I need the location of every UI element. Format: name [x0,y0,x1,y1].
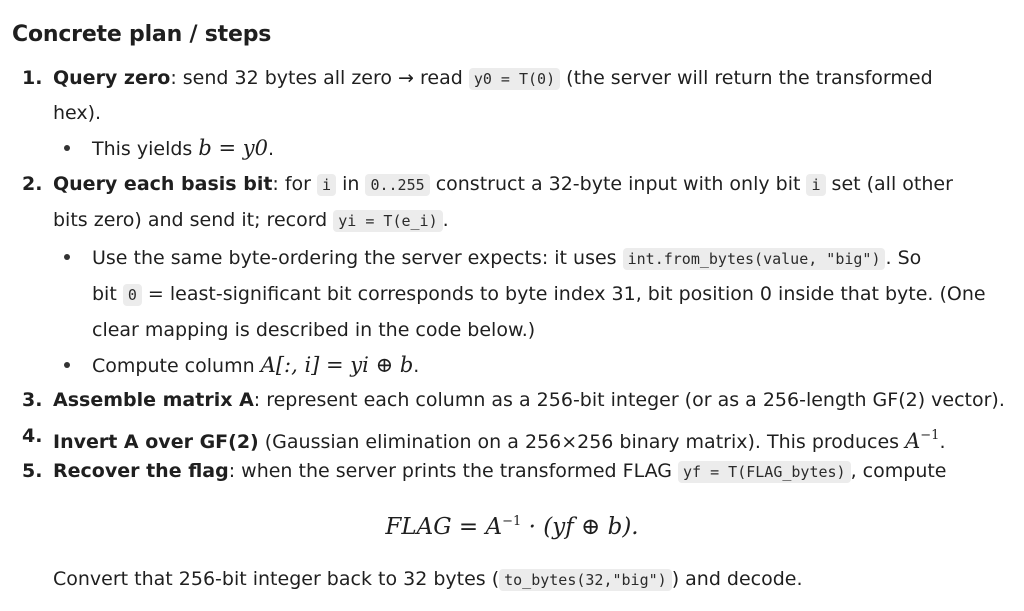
step-title: Invert A over GF(2) [53,431,259,453]
math-expression: A [485,514,503,540]
step-title: Recover the flag [53,460,229,482]
sub-bullet-text: Use the same byte-ordering the server ex… [92,247,922,270]
inline-code: int.from_bytes(value, "big") [622,248,886,270]
step-number: 4. [22,425,43,447]
step-number: 2. [22,173,43,195]
bullet-dot [64,362,70,368]
step-number: 3. [22,389,43,411]
closing-paragraph: Convert that 256-bit integer back to 32 … [53,568,803,591]
math-expression: FLAG [385,514,452,540]
sub-bullet-continuation: clear mapping is described in the code b… [92,319,536,341]
inline-code: 0..255 [365,174,430,196]
step-text: (the server will return the transformed [560,67,933,89]
bullet-dot [64,254,70,260]
math-expression: A[:, i] = yi ⊕ b [260,353,414,377]
step-3-line: Assemble matrix A: represent each column… [53,389,1005,411]
step-2-continuation: bits zero) and send it; record yi = T(e_… [53,209,449,232]
step-number: 5. [22,460,43,482]
step-title: Query each basis bit [53,173,273,195]
step-number: 1. [22,67,43,89]
bullet-dot [64,145,70,151]
inline-code: yi = T(e_i) [333,210,443,232]
inline-code: i [317,174,337,196]
document-page: Concrete plan / steps 1. Query zero: sen… [12,22,1005,591]
math-superscript: −1 [920,428,940,443]
inline-code: i [806,174,826,196]
step-1-line: Query zero: send 32 bytes all zero → rea… [53,66,933,91]
step-title: Query zero [53,67,171,89]
inline-code: to_bytes(32,"big") [499,569,672,591]
inline-code: yf = T(FLAG_bytes) [678,461,851,483]
inline-code: y0 = T(0) [468,68,561,90]
sub-bullet-text: This yields b = y0. [92,136,275,160]
section-heading: Concrete plan / steps [12,22,272,47]
step-4-line: Invert A over GF(2) (Gaussian eliminatio… [53,428,946,453]
step-title: Assemble matrix A [53,389,254,411]
math-expression: A [905,429,921,453]
inline-code: 0 [122,284,142,306]
math-expression: = [451,514,486,540]
step-text: : send 32 bytes all zero → read [170,67,469,89]
math-expression: b = y0 [198,136,268,160]
sub-bullet-text: Compute column A[:, i] = yi ⊕ b. [92,353,420,377]
step-5-line: Recover the flag: when the server prints… [53,460,947,483]
math-expression: · (yf ⊕ b). [521,514,639,540]
display-equation: FLAG = A−1 · (yf ⊕ b). [0,508,1024,542]
math-superscript: −1 [502,514,522,529]
step-1-continuation: hex). [53,102,102,124]
sub-bullet-continuation: bit 0 = least-significant bit correspond… [92,283,986,306]
step-2-line: Query each basis bit: for i in 0..255 co… [53,173,953,196]
